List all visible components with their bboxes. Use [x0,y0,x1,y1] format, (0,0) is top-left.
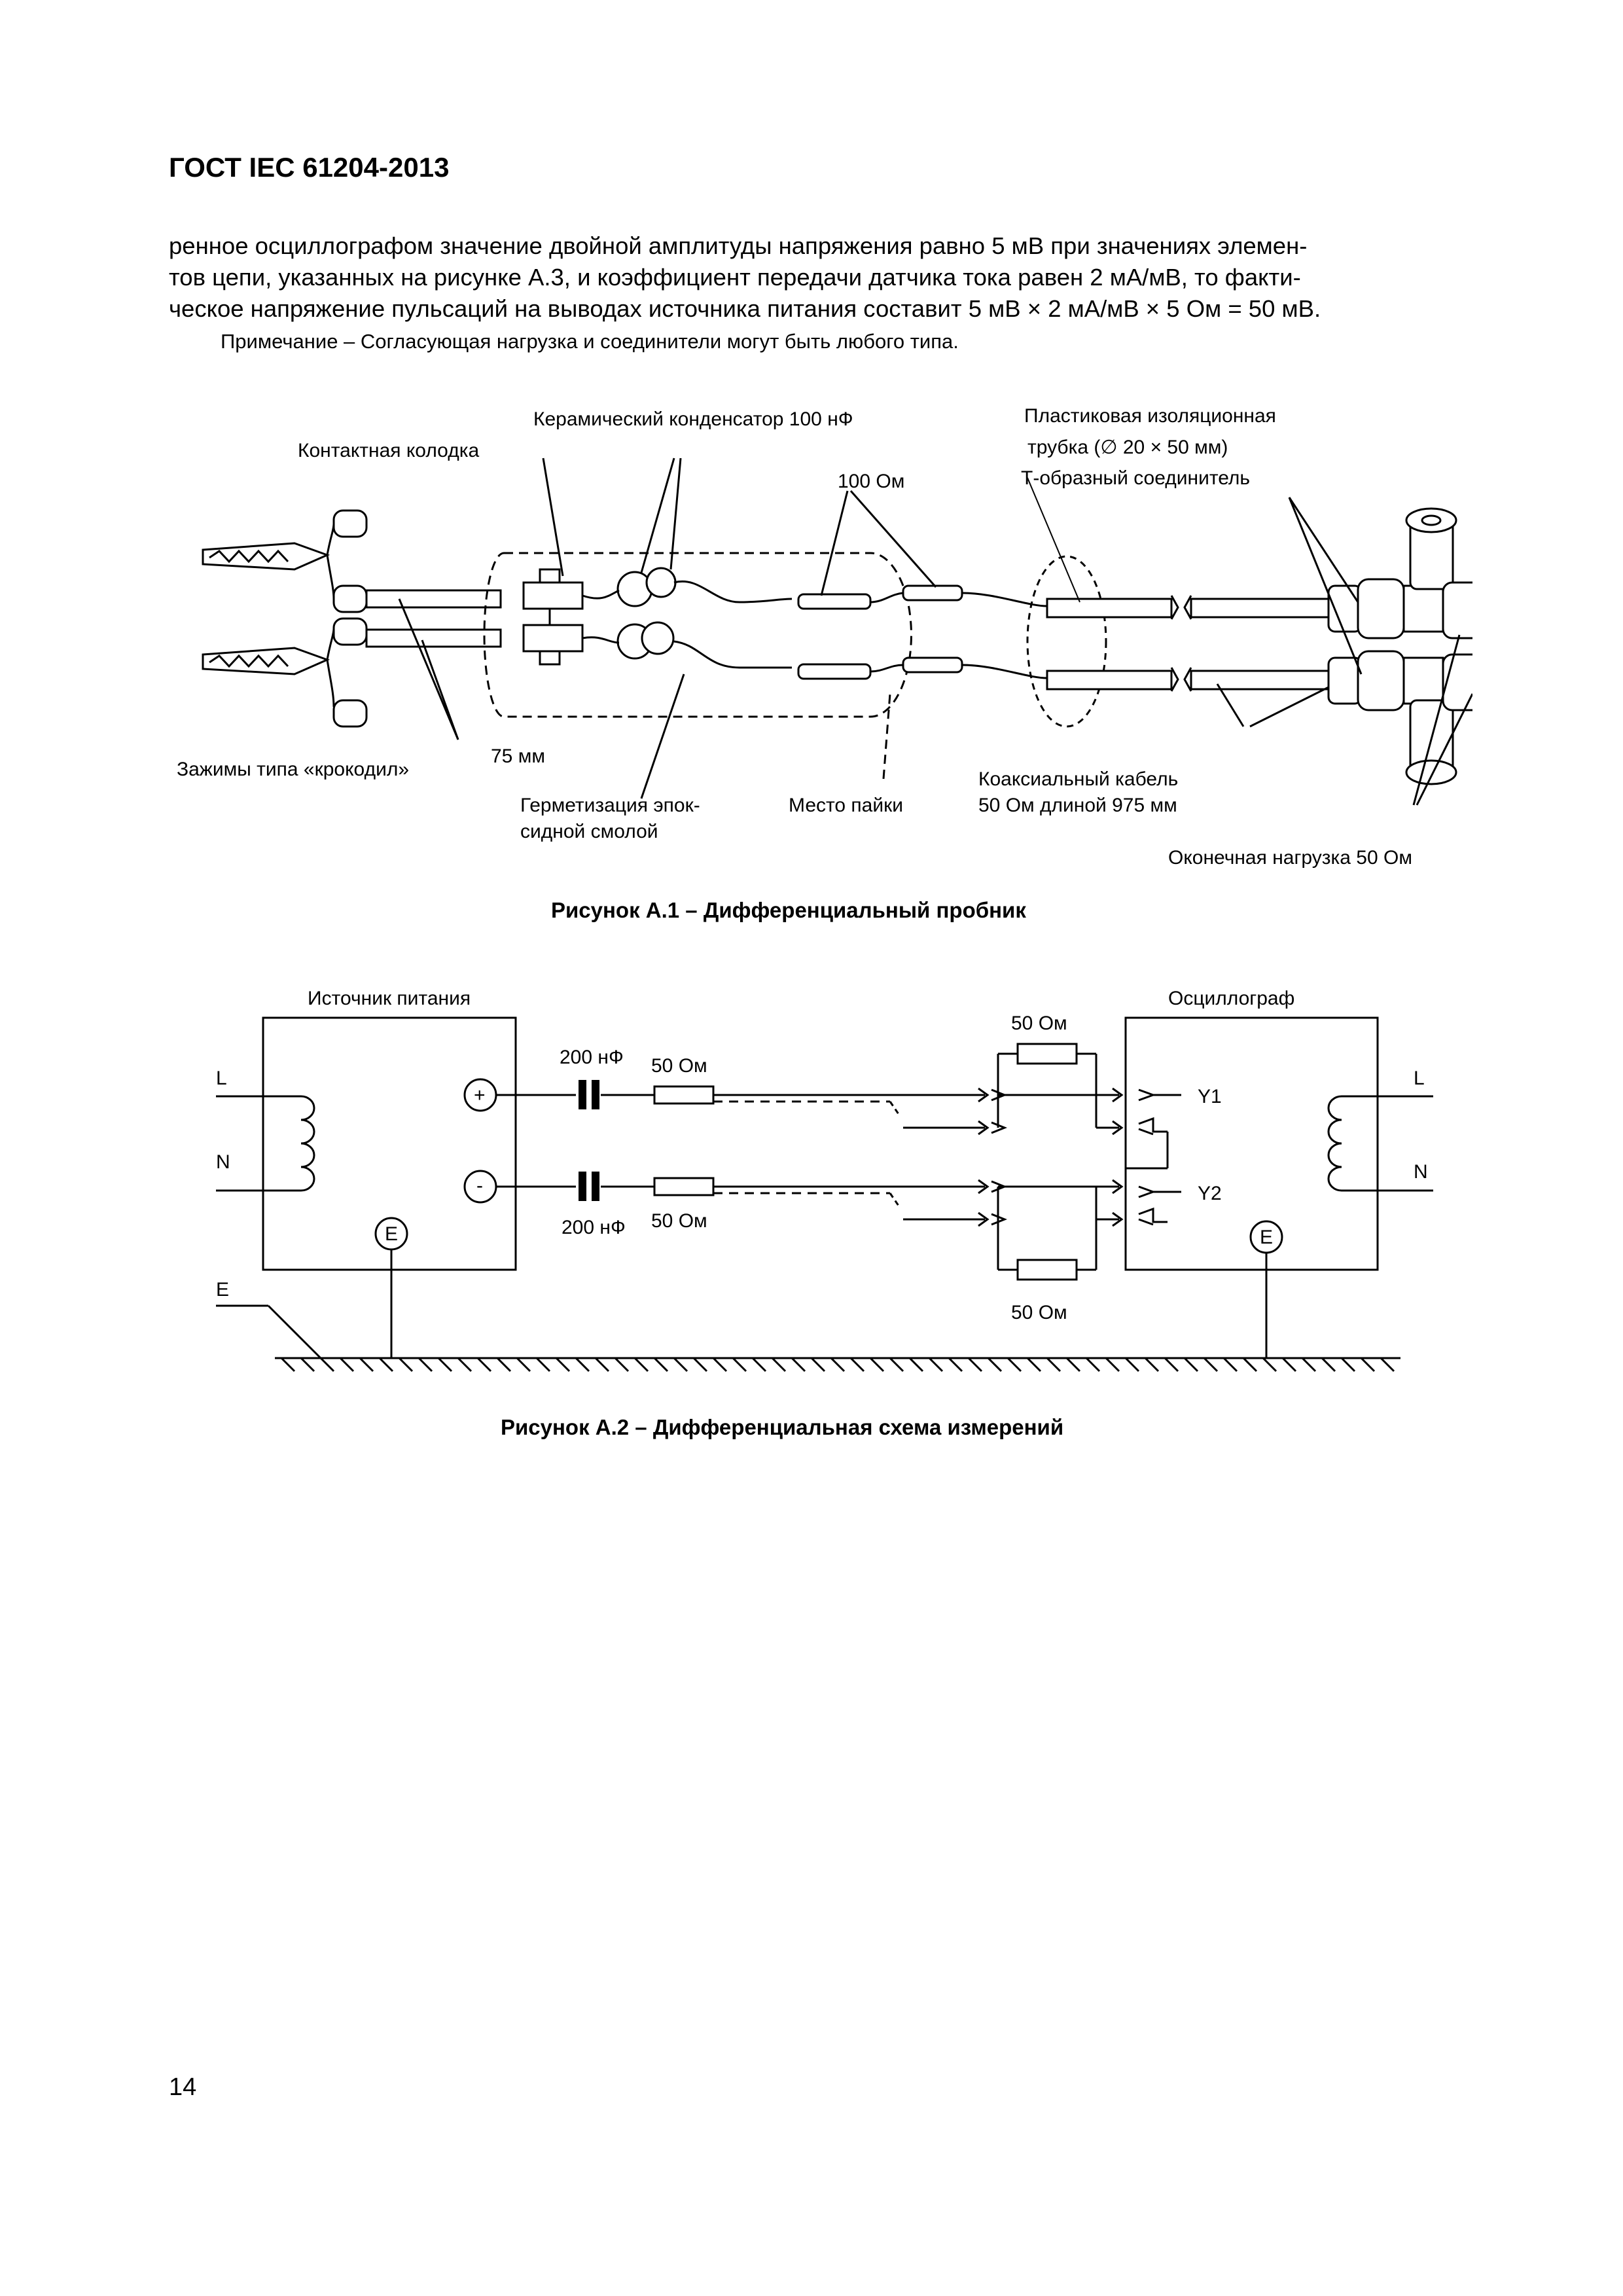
label-epoxy-1: Герметизация эпок- [520,795,700,816]
label-plastic-tube-1: Пластиковая изоляционная [1024,405,1276,427]
figure-a2-diagram: Источник питания Осциллограф L N E + - E… [216,988,1433,1372]
alligator-clip-bottom [202,617,368,728]
page-number: 14 [169,2073,197,2101]
label-oscilloscope: Осциллограф [1168,988,1294,1009]
label-y2: Y2 [1198,1183,1222,1204]
body-line-1: ренное осциллографом значение двойной ам… [169,232,1308,259]
figure-a2-caption: Рисунок А.2 – Дифференциальная схема изм… [501,1415,1064,1439]
label-L-left: L [216,1067,227,1089]
label-cap-top: 200 нФ [560,1047,624,1068]
label-power-source: Источник питания [308,988,471,1009]
label-termination: Оконечная нагрузка 50 Ом [1168,847,1412,869]
oscilloscope-box [1124,1016,1379,1271]
alligator-clip-top [202,509,368,613]
label-resistor: 100 Ом [838,471,904,492]
label-term-bottom: 50 Ом [1011,1302,1067,1323]
figure-a1-diagram: Керамический конденсатор 100 нФ Контактн… [177,405,1472,869]
label-term-top: 50 Ом [1011,1013,1067,1034]
document-header: ГОСТ IEC 61204-2013 [169,152,450,183]
label-E-src: E [385,1223,398,1245]
label-res-top: 50 Ом [651,1055,707,1077]
label-contact-block: Контактная колодка [298,440,479,461]
body-line-3: ческое напряжение пульсаций на выводах и… [169,295,1321,322]
figure-a1-caption: Рисунок А.1 – Дифференциальный пробник [551,898,1026,922]
label-E-osc: E [1260,1227,1273,1248]
t-connector-top [1327,507,1472,639]
label-y1: Y1 [1198,1086,1222,1107]
ground-hatching [280,1357,1395,1372]
label-plastic-tube-2: трубка (∅ 20 × 50 мм) [1027,437,1228,458]
label-L-right: L [1414,1067,1425,1089]
label-E-ground: E [216,1279,229,1300]
t-connector-bottom [1327,650,1472,785]
label-ceramic-cap: Керамический конденсатор 100 нФ [533,408,853,430]
label-N-left: N [216,1151,230,1173]
label-clamps: Зажимы типа «крокодил» [177,759,409,780]
label-coax-1: Коаксиальный кабель [978,768,1178,790]
power-source-box [262,1016,517,1271]
label-solder: Место пайки [789,795,903,816]
body-line-2: тов цепи, указанных на рисунке А.3, и ко… [169,264,1301,291]
label-plus: + [474,1085,486,1106]
label-N-right: N [1414,1161,1428,1183]
label-epoxy-2: сидной смолой [520,821,658,842]
label-cap-bottom: 200 нФ [562,1217,626,1238]
label-res-bottom: 50 Ом [651,1210,707,1232]
label-coax-2: 50 Ом длиной 975 мм [978,795,1177,816]
label-minus: - [476,1175,483,1196]
label-t-connector: Т-образный соединитель [1021,467,1250,489]
note-text: Примечание – Согласующая нагрузка и соед… [221,330,959,353]
label-length: 75 мм [491,745,545,767]
